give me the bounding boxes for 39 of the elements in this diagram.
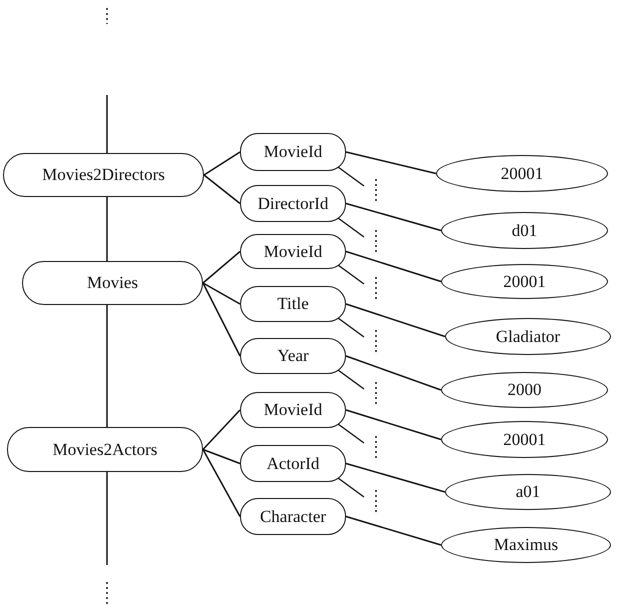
connector-line: [106, 197, 108, 261]
connector-line: [346, 202, 442, 232]
connector-line: [346, 462, 446, 493]
connector-line: [202, 282, 241, 356]
connector-line: [202, 448, 240, 464]
entity-box: Movies2Directors: [3, 153, 204, 197]
connector-line: [346, 250, 442, 282]
attribute-box: MovieId: [240, 392, 346, 428]
connector-line: [202, 250, 240, 284]
connector-line: [346, 516, 442, 546]
entity-box: Movies2Actors: [7, 427, 203, 472]
attribute-box: MovieId: [240, 234, 346, 269]
connector-line: [202, 409, 241, 450]
value-ellipse: Gladiator: [445, 318, 611, 355]
attribute-box: MovieId: [240, 133, 346, 171]
entity-box: Movies: [22, 261, 203, 305]
connector-line: [346, 303, 446, 338]
connector-line: [346, 151, 436, 174]
value-ellipse: a01: [445, 474, 611, 510]
connector-line: [346, 409, 442, 440]
connector-line: [106, 472, 108, 565]
value-ellipse: 2000: [441, 372, 608, 408]
connector-line: [106, 95, 108, 153]
connector-line: [204, 174, 240, 204]
value-ellipse: 20001: [441, 421, 608, 458]
attribute-box: Title: [240, 286, 346, 322]
connector-line: [202, 282, 240, 305]
connector-line: [202, 449, 241, 517]
value-ellipse: 20001: [436, 155, 608, 192]
connector-line: [106, 305, 108, 427]
attribute-box: Year: [240, 338, 346, 374]
value-ellipse: d01: [441, 212, 608, 249]
value-ellipse: 20001: [441, 264, 608, 299]
attribute-box: DirectorId: [240, 185, 346, 222]
attribute-box: ActorId: [240, 445, 346, 482]
connector-line: [346, 355, 442, 391]
connector-line: [204, 151, 240, 176]
value-ellipse: Maximus: [441, 527, 611, 563]
attribute-box: Character: [240, 498, 346, 535]
